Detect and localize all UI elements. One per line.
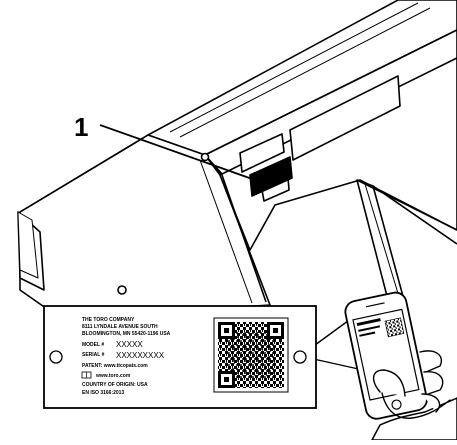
decal-company: THE TORO COMPANY [82,317,135,323]
serial-plate-location [249,156,293,197]
phone-scan-illustration [344,291,457,441]
callout-leader-line [99,124,256,181]
decal-serial-value: XXXXXXXXX [116,351,165,360]
callout-1: 1 [74,112,256,181]
decal-model-value: XXXXX [116,340,143,349]
decal-patent: PATENT: www.ttcopats.com [82,363,148,369]
decal-address-line-2: BLOOMINGTON, MN 55420-1196 USA [82,331,171,337]
decal-mount-hole-right [293,350,307,364]
smartphone-icon [344,291,428,420]
decal-mount-hole-left [49,350,63,364]
decal-website: www.toro.com [95,373,131,379]
machine-housing [17,0,457,319]
decal-serial-label: SERIAL # [82,352,105,358]
decal-model-label: MODEL # [82,342,104,348]
decal-address-line-1: 8111 LYNDALE AVENUE SOUTH [82,324,158,330]
decal-qr-code [213,317,289,393]
decal-origin: COUNTRY OF ORIGIN: USA [82,382,148,388]
serial-decal: THE TORO COMPANY 8111 LYNDALE AVENUE SOU… [43,305,317,409]
decal-standard: EN ISO 3166:2013 [82,390,124,396]
callout-number: 1 [74,112,88,142]
